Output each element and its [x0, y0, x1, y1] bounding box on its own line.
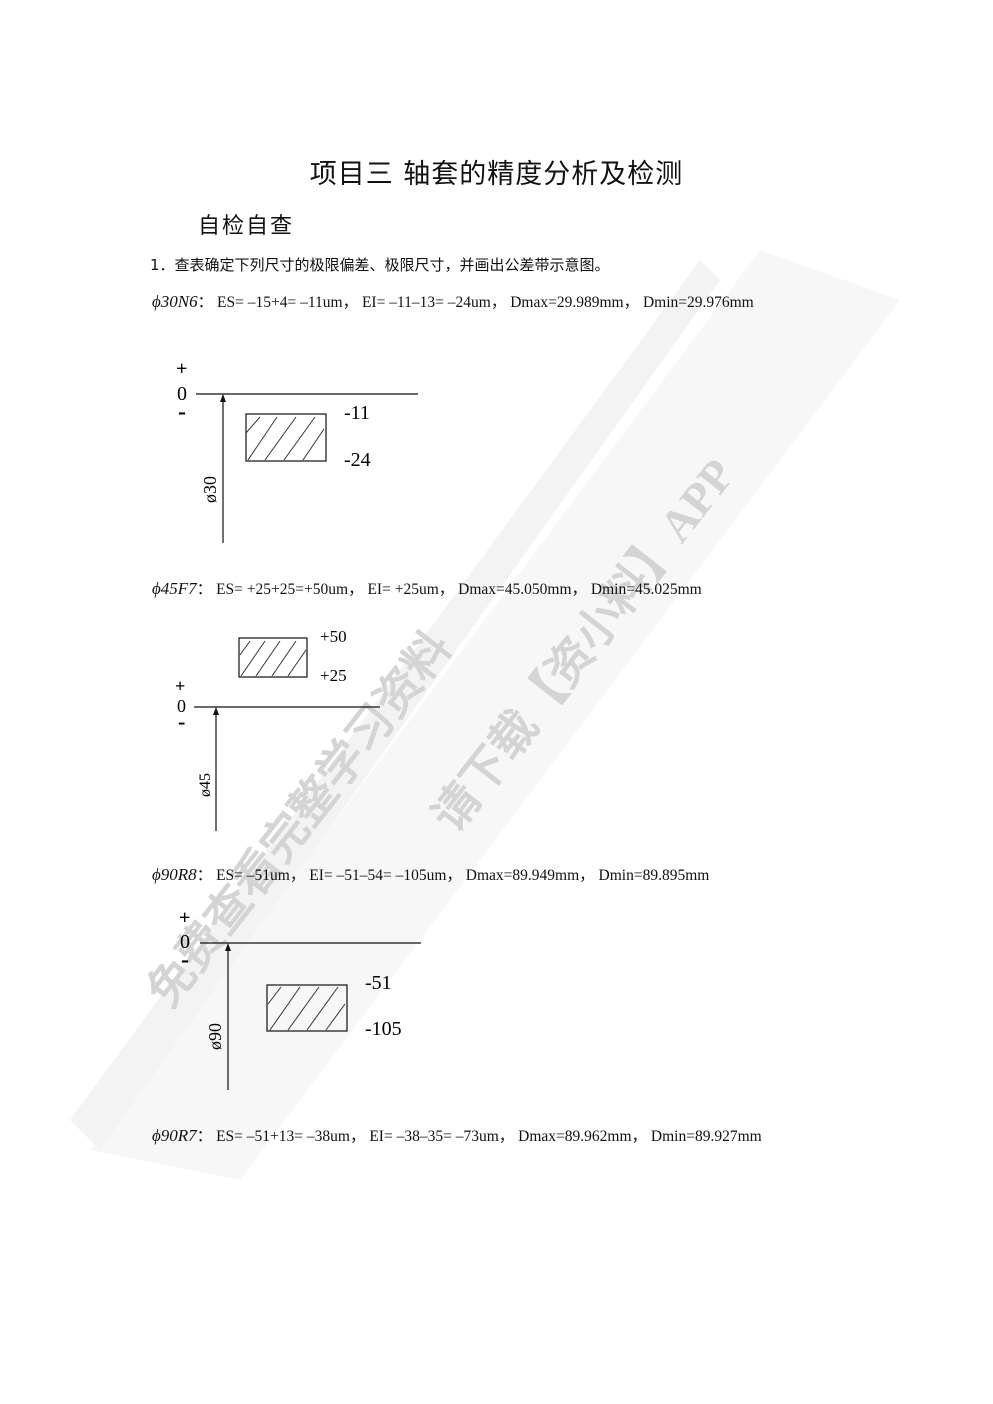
dmin-value: Dmin=89.895mm: [598, 867, 710, 884]
comma: ，: [342, 294, 359, 311]
dmax-value: Dmax=45.050mm: [458, 581, 572, 598]
comma: ，: [348, 581, 364, 598]
lower-deviation: -105: [365, 1018, 402, 1040]
comma: ，: [498, 1128, 515, 1145]
es-value: ES= –15+4= –11um: [217, 294, 343, 311]
result-line-3: ϕ90R8： ES= –51um， EI= –51–54= –105um， Dm…: [152, 863, 709, 885]
tolerance-diagram-2: + 0 - +50 +25 ø45: [175, 627, 380, 831]
watermark-line2: 请下载【资小料】APP: [423, 449, 745, 841]
zero-label: 0: [177, 383, 187, 405]
hatch-lines: [267, 986, 346, 1031]
fit-symbol: ϕ45F7: [152, 579, 197, 598]
size-label: ø90: [205, 1023, 225, 1050]
plus-sign: +: [176, 358, 187, 380]
dmax-value: Dmax=89.962mm: [518, 1128, 632, 1145]
tolerance-zone: [266, 984, 348, 1032]
question-text: 1．查表确定下列尺寸的极限偏差、极限尺寸，并画出公差带示意图。: [150, 256, 610, 274]
zero-label: 0: [177, 696, 186, 716]
minus-sign: -: [181, 947, 189, 973]
colon: ：: [196, 581, 213, 598]
zero-label: 0: [180, 931, 190, 953]
minus-sign: -: [178, 709, 185, 734]
es-value: ES= –51um: [216, 867, 290, 884]
upper-deviation: -11: [344, 402, 370, 424]
colon: ：: [196, 1128, 213, 1145]
arrow-head-icon: [220, 394, 226, 402]
lower-deviation: +25: [320, 666, 347, 685]
colon: ：: [197, 294, 214, 311]
es-value: ES= +25+25=+50um: [216, 581, 349, 598]
result-line-4: ϕ90R7： ES= –51+13= –38um， EI= –38–35= –7…: [152, 1124, 762, 1146]
upper-deviation: -51: [365, 972, 392, 994]
comma: ，: [631, 1128, 648, 1145]
comma: ，: [446, 867, 462, 884]
tolerance-zone: [245, 413, 327, 462]
comma: ，: [579, 867, 595, 884]
result-line-2: ϕ45F7： ES= +25+25=+50um， EI= +25um， Dmax…: [152, 577, 702, 599]
comma: ，: [289, 867, 306, 884]
comma: ，: [438, 581, 455, 598]
es-value: ES= –51+13= –38um: [216, 1128, 350, 1145]
comma: ，: [349, 1128, 366, 1145]
comma: ，: [571, 581, 588, 598]
tolerance-diagram-1: + 0 - -11 -24 ø30: [176, 358, 418, 543]
plus-sign: +: [179, 907, 190, 929]
dmin-value: Dmin=89.927mm: [650, 1128, 762, 1145]
plus-sign: +: [175, 676, 185, 696]
comma: ，: [623, 294, 640, 311]
hatch-lines: [239, 640, 307, 677]
page-title: 项目三 轴套的精度分析及检测: [309, 159, 684, 190]
arrow-head-icon: [225, 943, 231, 951]
ei-value: EI= –11–13= –24um: [361, 294, 491, 311]
comma: ，: [490, 294, 507, 311]
hatch-lines: [245, 416, 325, 461]
lower-deviation: -24: [344, 449, 371, 471]
dmax-value: Dmax=89.949mm: [465, 867, 580, 884]
fit-symbol: ϕ90R7: [152, 1126, 197, 1145]
fit-symbol: ϕ30N6: [152, 292, 198, 311]
colon: ：: [196, 867, 213, 884]
minus-sign: -: [178, 399, 186, 425]
result-line-1: ϕ30N6： ES= –15+4= –11um， EI= –11–13= –24…: [152, 290, 754, 312]
fit-symbol: ϕ90R8: [152, 865, 197, 884]
size-label: ø45: [197, 773, 214, 797]
dmin-value: Dmin=29.976mm: [642, 294, 754, 311]
dmin-value: Dmin=45.025mm: [590, 581, 702, 598]
upper-deviation: +50: [320, 627, 347, 646]
dmax-value: Dmax=29.989mm: [510, 294, 624, 311]
tolerance-diagram-3: + 0 - -51 -105 ø90: [179, 907, 421, 1090]
section-title: 自检自查: [198, 214, 295, 239]
tolerance-zone: [238, 637, 308, 678]
ei-value: EI= –51–54= –105um: [309, 867, 447, 884]
ei-value: EI= –38–35= –73um: [369, 1128, 499, 1145]
size-label: ø30: [200, 476, 220, 503]
arrow-head-icon: [213, 707, 219, 715]
ei-value: EI= +25um: [367, 581, 439, 598]
